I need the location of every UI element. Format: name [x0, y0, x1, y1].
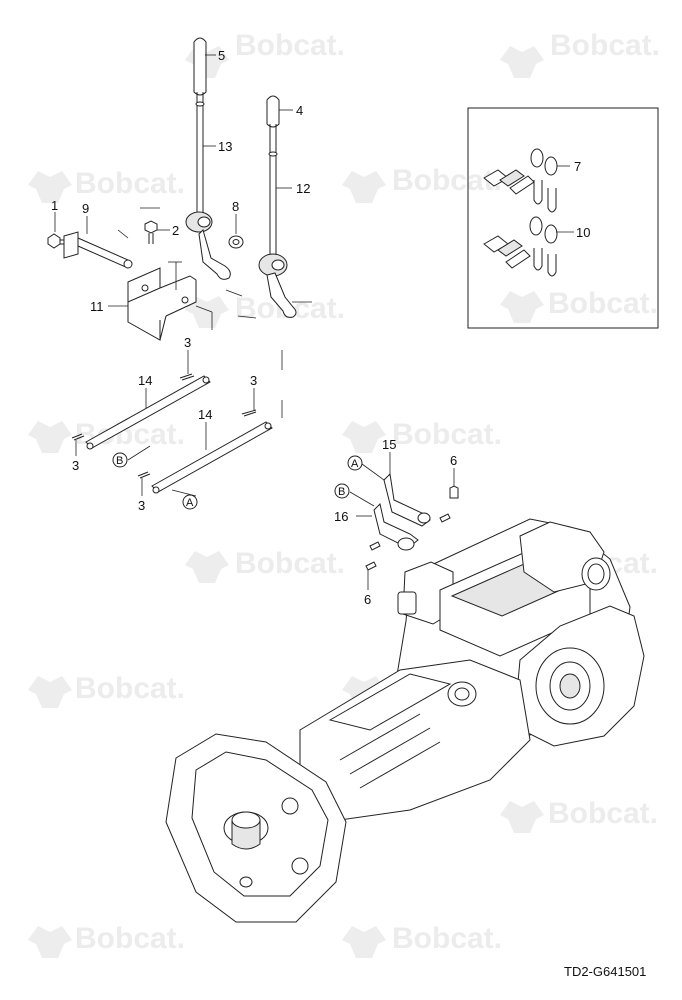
callout-12: 12 [296, 181, 310, 196]
bobcat-logo-icon [342, 171, 386, 203]
fitting-7 [483, 148, 558, 213]
watermark-text: Bobcat. [392, 922, 502, 955]
watermark: Bobcat. [342, 418, 502, 453]
bolt-6 [369, 541, 381, 551]
pivot-shaft-9 [63, 231, 133, 269]
watermark: Bobcat. [500, 29, 660, 78]
bracket-11 [127, 267, 197, 341]
watermark-text: Bobcat. [392, 418, 502, 451]
bobcat-logo-icon [28, 676, 72, 708]
callout-3: 3 [138, 498, 145, 513]
bolt-6 [365, 561, 377, 571]
callout-14: 14 [198, 407, 212, 422]
inset-frame [467, 107, 659, 329]
ref-label-a: A [186, 497, 194, 509]
inset-detail [467, 107, 659, 329]
bobcat-logo-icon [342, 926, 386, 958]
shift-rod-14-lower [151, 421, 273, 494]
ref-label-a: A [351, 458, 359, 470]
callout-11: 11 [90, 299, 104, 314]
watermark: Bobcat. [500, 287, 658, 323]
callout-16: 16 [334, 509, 348, 524]
callout-5: 5 [218, 48, 225, 63]
callout-9: 9 [82, 201, 89, 216]
bobcat-logo-icon [28, 926, 72, 958]
bobcat-logo-icon [500, 801, 544, 833]
lever-knob-4 [266, 95, 280, 128]
watermark-text: Bobcat. [235, 547, 345, 580]
bobcat-logo-icon [342, 421, 386, 453]
ref-marker-b-arm: B [334, 483, 350, 499]
lever-arm-13 [198, 229, 231, 280]
watermark: Bobcat. [28, 922, 185, 958]
fitting-10 [483, 216, 558, 277]
watermark-text: Bobcat. [75, 167, 185, 200]
bobcat-logo-icon [500, 291, 544, 323]
clip-pin-3 [137, 471, 151, 479]
ref-marker-a-arm: A [347, 455, 363, 471]
guide-lines [117, 207, 312, 418]
watermark-text: Bobcat. [548, 797, 658, 830]
clip-pin-3 [241, 409, 257, 417]
ref-marker-a-rod: A [182, 494, 198, 510]
bobcat-logo-icon [28, 171, 72, 203]
watermark-text: Bobcat. [392, 164, 502, 197]
callout-14: 14 [138, 373, 152, 388]
leader-lines [54, 54, 574, 590]
watermark-text: Bobcat. [75, 922, 185, 955]
bobcat-logo-icon [185, 551, 229, 583]
ref-label-b: B [338, 486, 345, 498]
bolt-1 [47, 233, 66, 249]
callout-4: 4 [296, 103, 303, 118]
shift-arm-15 [383, 472, 431, 527]
callout-10: 10 [576, 225, 590, 240]
ref-marker-b-rod: B [112, 452, 128, 468]
callout-3: 3 [72, 458, 79, 473]
callout-13: 13 [218, 139, 232, 154]
lever-knob-5 [193, 37, 207, 96]
watermark-text: Bobcat. [75, 672, 185, 705]
clip-pin-3 [179, 373, 195, 381]
bobcat-logo-icon [185, 296, 229, 328]
shift-lever-12 [258, 95, 297, 318]
callout-3: 3 [184, 335, 191, 350]
watermark: Bobcat. [185, 547, 345, 583]
shift-rod-14-upper [85, 375, 211, 450]
callout-labels: 5 4 13 12 1 9 2 8 11 3 14 3 14 3 3 15 6 … [51, 48, 590, 607]
watermark-text: Bobcat. [550, 29, 660, 62]
callout-6: 6 [364, 592, 371, 607]
watermark: Bobcat. [342, 922, 502, 958]
shift-arm-16 [373, 503, 419, 551]
clip-pin-3 [71, 433, 85, 441]
callout-1: 1 [51, 198, 58, 213]
callout-15: 15 [382, 437, 396, 452]
callout-8: 8 [232, 199, 239, 214]
watermark: Bobcat. [28, 672, 185, 708]
watermark-text: Bobcat. [235, 29, 345, 62]
bobcat-logo-icon [500, 46, 544, 78]
watermark: Bobcat. [185, 292, 345, 328]
bolt-2 [144, 220, 158, 244]
bolt-6 [439, 513, 451, 523]
watermark-text: Bobcat. [548, 287, 658, 320]
callout-2: 2 [172, 223, 179, 238]
ref-label-b: B [116, 455, 123, 467]
watermark: Bobcat. [500, 797, 658, 833]
watermark: Bobcat. [28, 167, 185, 203]
transmission-assembly [165, 518, 645, 923]
watermark: Bobcat. [342, 164, 502, 203]
bobcat-logo-icon [28, 421, 72, 453]
shift-lever-13 [185, 37, 231, 280]
drawing-code: TD2-G641501 [564, 964, 646, 979]
watermark: Bobcat. [185, 29, 345, 78]
callout-3: 3 [250, 373, 257, 388]
callout-6: 6 [450, 453, 457, 468]
lever-arm-12 [266, 272, 297, 318]
bolt-6 [449, 485, 459, 499]
callout-7: 7 [574, 159, 581, 174]
